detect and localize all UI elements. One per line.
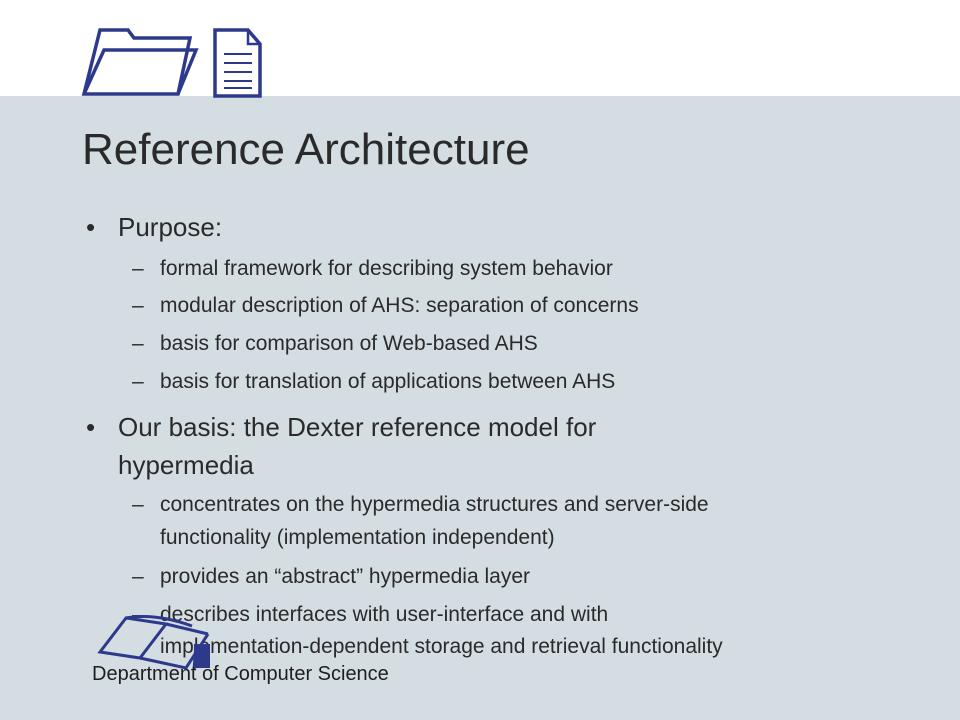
header-band — [0, 0, 960, 96]
subitem: modular description of AHS: separation o… — [160, 294, 639, 317]
bullet-marker: • — [86, 212, 96, 242]
subitem: basis for translation of applications be… — [160, 370, 616, 393]
dash-marker: – — [132, 565, 144, 588]
dash-marker: – — [132, 370, 144, 393]
dash-marker: – — [132, 603, 144, 626]
slide-title: Reference Architecture — [82, 125, 530, 174]
dash-marker: – — [132, 332, 144, 355]
subitem: formal framework for describing system b… — [160, 257, 613, 280]
mailbox-icon — [97, 614, 210, 671]
content-background — [0, 96, 960, 720]
dash-marker: – — [132, 294, 144, 317]
folder-icon — [81, 28, 199, 96]
subitem: basis for comparison of Web-based AHS — [160, 332, 538, 355]
logo — [81, 28, 262, 98]
dash-marker: – — [132, 493, 144, 516]
footer-department: Department of Computer Science — [92, 663, 389, 685]
bullet-marker: • — [86, 412, 96, 442]
subitem-line1: provides an “abstract” hypermedia layer — [160, 565, 531, 588]
bullet-purpose: Purpose: — [118, 212, 223, 242]
bullet-our-basis-line2: hypermedia — [118, 450, 254, 480]
dash-marker: – — [132, 257, 144, 280]
subitem-line2: implementation-dependent storage and ret… — [160, 635, 723, 658]
document-icon — [213, 28, 262, 98]
subitem-line1: concentrates on the hypermedia structure… — [160, 493, 709, 516]
subitem-line2: functionality (implementation independen… — [160, 526, 555, 549]
bullet-our-basis-line1: Our basis: the Dexter reference model fo… — [118, 412, 597, 442]
subitem-line1: describes interfaces with user-interface… — [160, 603, 609, 626]
